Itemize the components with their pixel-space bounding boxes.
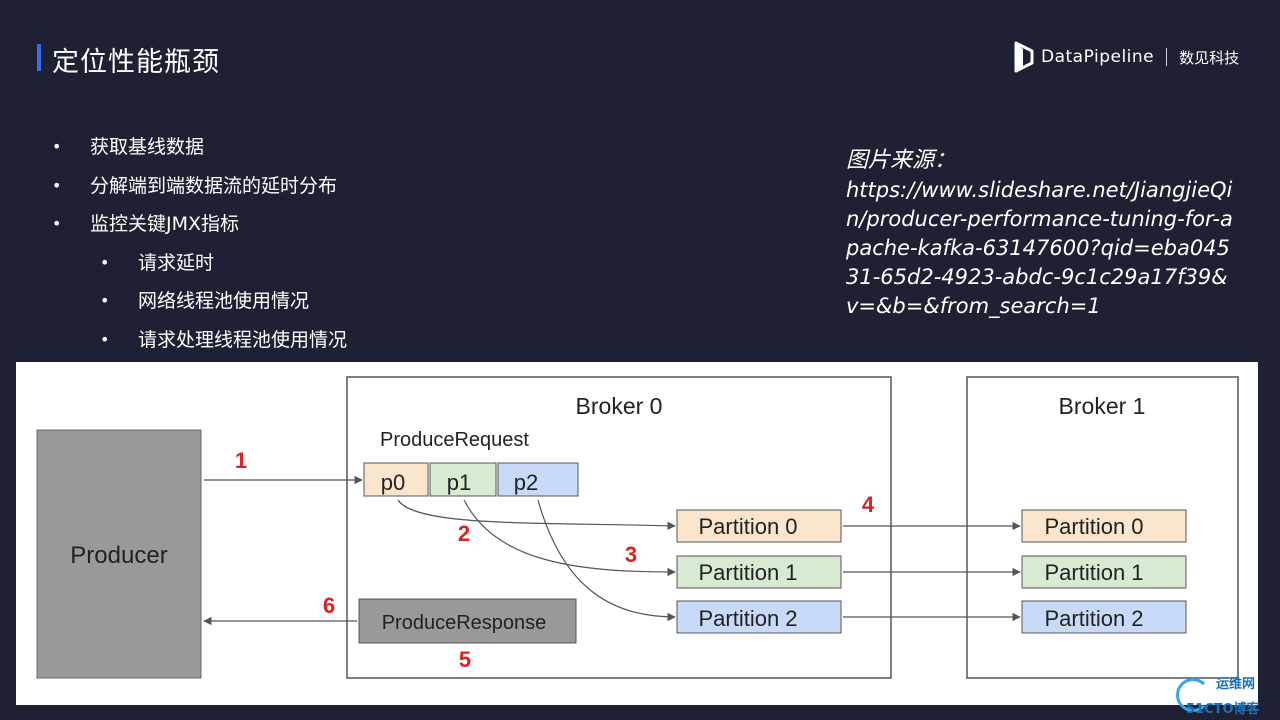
image-source: 图片来源： https://www.slideshare.net/Jiangji…: [846, 146, 1246, 321]
list-item: • 监控关键JMX指标: [52, 205, 347, 244]
step-6-label: 6: [323, 593, 335, 618]
broker1-label: Broker 1: [1059, 393, 1146, 419]
step-3-label: 3: [625, 542, 637, 567]
watermark-logo-icon: [1176, 678, 1210, 712]
bullet-dot: •: [52, 137, 62, 156]
produce-response-box: [358, 598, 577, 644]
arrow-p1-to-partition1: [463, 499, 676, 577]
p0-label: p0: [381, 470, 405, 495]
source-url: https://www.slideshare.net/JiangjieQin/p…: [846, 178, 1233, 318]
logo-name: DataPipeline: [1041, 47, 1155, 67]
b0-partition2-box: [676, 600, 842, 634]
page-title: 定位性能瓶颈: [52, 47, 220, 78]
bullet-list: •获取基线数据 •分解端到端数据流的延时分布 •监控关键JMX指标 •请求延时 …: [52, 128, 347, 359]
p2-label: p2: [514, 470, 538, 495]
sub-list-item: • 请求处理线程池使用情况: [52, 321, 347, 360]
b0-partition0-box: [676, 509, 842, 543]
datapipeline-logo-icon: [1014, 41, 1034, 73]
broker0-label: Broker 0: [576, 393, 663, 419]
produce-request-label: ProduceRequest: [380, 429, 529, 451]
bullet-dot: •: [52, 214, 62, 233]
bullet-text: 分解端到端数据流的延时分布: [90, 174, 338, 197]
b1-partition1-label: Partition 1: [1044, 560, 1143, 585]
b1-partition2-label: Partition 2: [1044, 606, 1143, 631]
b1-partition0-box: [1021, 509, 1187, 543]
watermark: 运维网 51CTO博客: [1176, 676, 1272, 717]
bullet-dot: •: [52, 175, 62, 195]
producer-box: [36, 429, 202, 679]
diagram-canvas: Producer Broker 0 Broker 1 ProduceReques…: [36, 376, 1239, 679]
b0-partition1-label: Partition 1: [698, 560, 797, 585]
list-item: • 获取基线数据: [52, 128, 347, 167]
arrow-p2-to-partition2: [537, 499, 676, 622]
bullet-dot: •: [100, 291, 110, 310]
logo-divider: [1166, 48, 1168, 66]
sub-list-item: • 请求延时: [52, 244, 347, 283]
sub-bullet-text: 网络线程池使用情况: [138, 290, 310, 312]
sub-bullet-text: 请求处理线程池使用情况: [138, 328, 348, 351]
source-label: 图片来源：: [846, 148, 957, 173]
list-item: • 分解端到端数据流的延时分布: [52, 167, 347, 206]
producer-label: Producer: [70, 542, 167, 569]
b0-partition2-label: Partition 2: [698, 606, 797, 631]
b1-partition2-box: [1021, 600, 1187, 634]
arrow-p0-to-partition0: [397, 499, 676, 530]
kafka-produce-diagram: Producer Broker 0 Broker 1 ProduceReques…: [16, 362, 1258, 705]
bullet-text: 获取基线数据: [90, 136, 205, 158]
p1-cell: [429, 462, 497, 497]
company-logo: DataPipeline 数见科技: [1013, 40, 1239, 74]
p1-label: p1: [447, 470, 471, 495]
b1-partition0-label: Partition 0: [1044, 514, 1143, 539]
broker1-box: [966, 376, 1239, 679]
b0-partition0-label: Partition 0: [698, 514, 797, 539]
bullet-text: 监控关键JMX指标: [90, 213, 240, 235]
title-accent-bar: [37, 44, 41, 71]
produce-response-label: ProduceResponse: [382, 612, 547, 634]
p2-cell: [497, 462, 579, 497]
b1-partition1-box: [1021, 555, 1187, 589]
b0-partition1-box: [676, 555, 842, 589]
bullet-dot: •: [100, 329, 110, 349]
logo-chinese-name: 数见科技: [1179, 48, 1240, 67]
sub-list-item: • 网络线程池使用情况: [52, 282, 347, 321]
watermark-subtext: 51CTO博客: [1186, 702, 1260, 717]
step-1-label: 1: [235, 448, 247, 473]
step-5-label: 5: [459, 647, 471, 672]
p0-cell: [363, 462, 429, 497]
step-2-label: 2: [458, 521, 470, 546]
broker0-box: [346, 376, 892, 679]
bullet-dot: •: [100, 252, 110, 272]
step-4-label: 4: [862, 492, 875, 517]
sub-bullet-text: 请求延时: [138, 251, 215, 274]
watermark-text: 运维网: [1216, 677, 1256, 692]
